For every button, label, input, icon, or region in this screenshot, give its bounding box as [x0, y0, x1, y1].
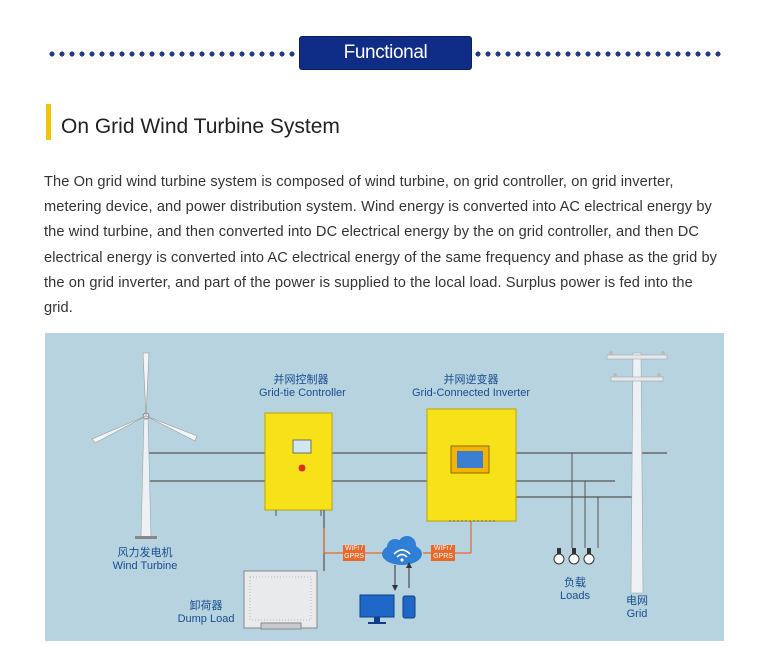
section-title: On Grid Wind Turbine System	[61, 115, 340, 138]
dump-load-label-cn: 卸荷器	[189, 600, 223, 612]
dump-load-icon	[243, 510, 325, 630]
system-diagram: 并网控制器 Grid-tie Controller 并网逆变器 Grid-Con…	[45, 333, 724, 641]
cloud-wifi-icon	[382, 536, 422, 565]
grid-label-en: Grid	[626, 608, 648, 620]
grid-label: 电网 Grid	[619, 595, 655, 621]
controller-label: 并网控制器 Grid-tie Controller	[259, 374, 346, 400]
controller-device-icon	[264, 412, 333, 516]
loads-label-cn: 负载	[564, 577, 586, 589]
wifi-gprs-badge-right	[431, 545, 455, 561]
loads-label-en: Loads	[560, 590, 590, 602]
wifi-label-left: WiFi / GPRS	[344, 545, 364, 560]
dump-load-label-en: Dump Load	[177, 613, 235, 625]
inverter-device-icon	[426, 408, 517, 522]
wind-turbine-icon	[91, 352, 198, 539]
monitor-icon	[359, 594, 395, 624]
inverter-label: 并网逆变器 Grid-Connected Inverter	[407, 374, 535, 400]
wifi-gprs-badge-left	[343, 545, 365, 561]
wifi-label-right: WiFi / GPRS	[433, 545, 453, 560]
grid-label-cn: 电网	[626, 595, 648, 607]
banner-dots-left	[47, 51, 297, 57]
section-accent-bar	[46, 104, 51, 140]
turbine-label-en: Wind Turbine	[112, 560, 178, 572]
phone-icon	[402, 595, 416, 619]
inverter-label-cn: 并网逆变器	[443, 374, 499, 386]
utility-pole-icon	[606, 351, 668, 594]
loads-icon	[553, 453, 599, 565]
banner-title: Functional Description	[300, 37, 471, 95]
header-banner: Functional Description	[0, 30, 760, 95]
loads-label: 负载 Loads	[555, 577, 595, 603]
dump-load-label: 卸荷器 Dump Load	[175, 600, 237, 626]
controller-label-cn: 并网控制器	[273, 374, 329, 386]
turbine-label: 风力发电机 Wind Turbine	[107, 547, 183, 573]
diagram-graphic	[91, 351, 668, 630]
turbine-label-cn: 风力发电机	[117, 547, 173, 559]
controller-label-en: Grid-tie Controller	[259, 387, 346, 399]
inverter-label-en: Grid-Connected Inverter	[412, 387, 530, 399]
banner-dots-right	[473, 51, 725, 57]
description-text: The On grid wind turbine system is compo…	[44, 174, 718, 317]
